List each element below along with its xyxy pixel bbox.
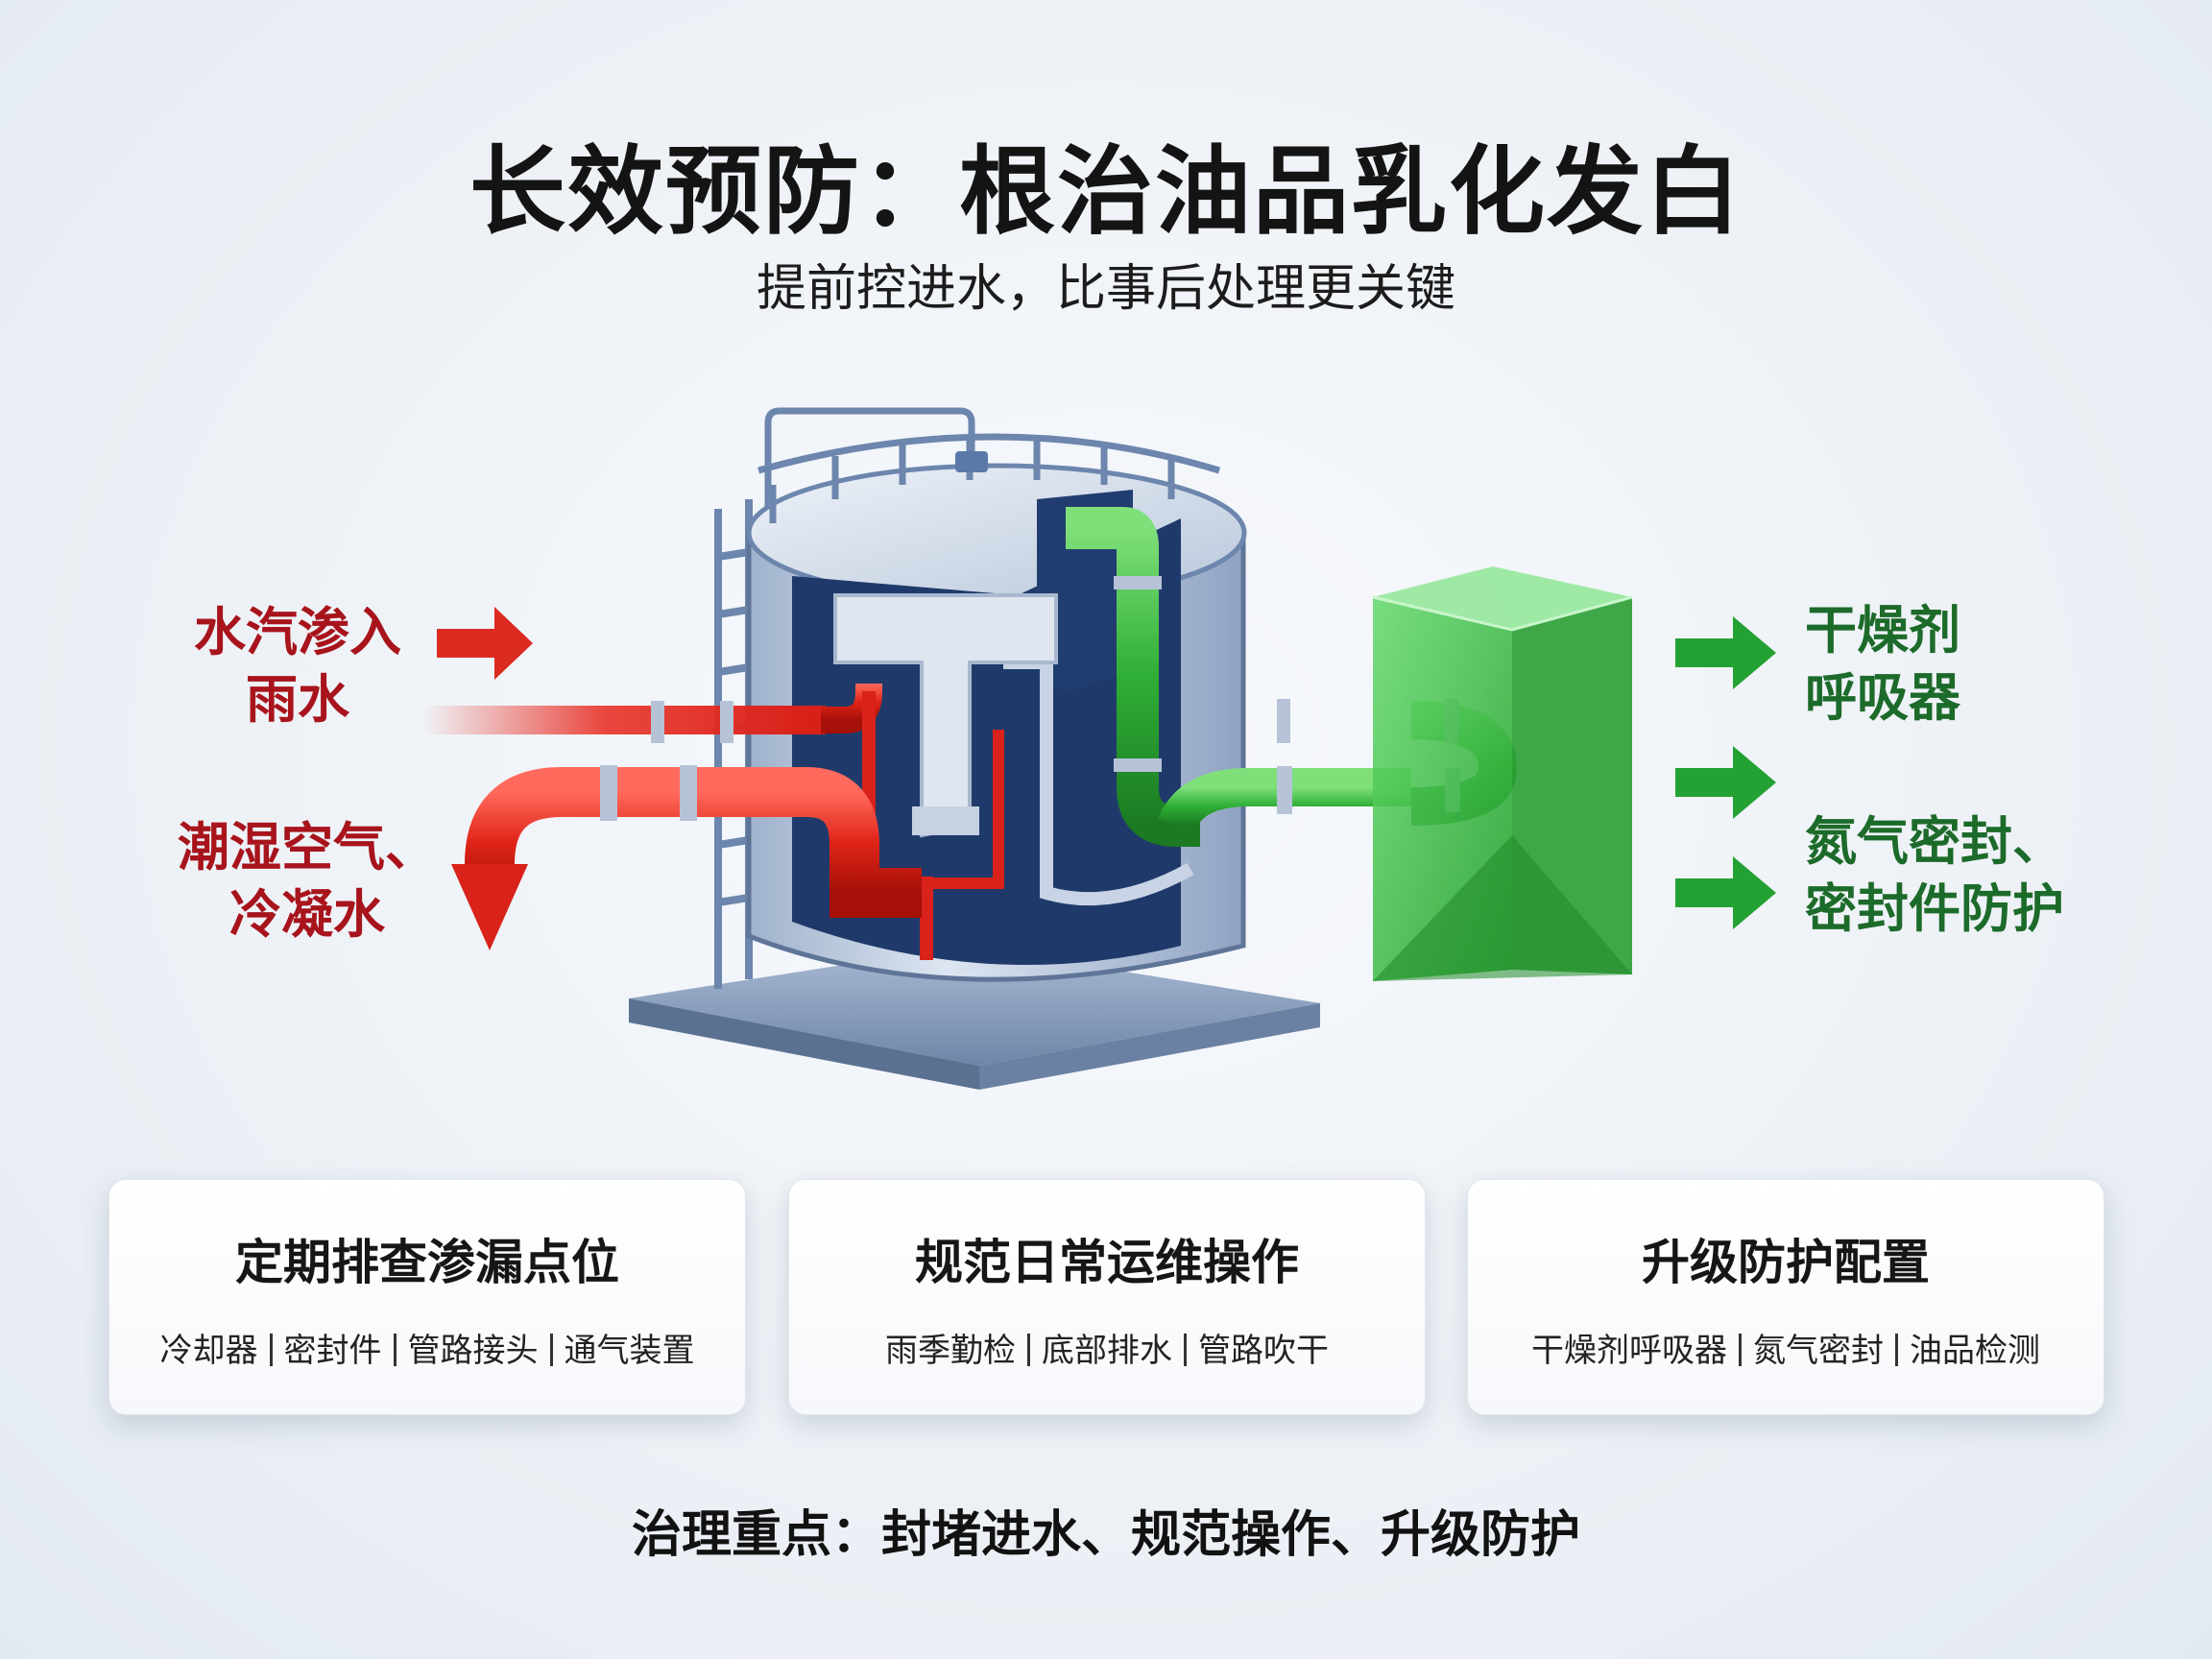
card-items: 干燥剂呼吸器氮气密封油品检测: [1531, 1332, 2040, 1370]
water-ingress-pipes: [422, 684, 1004, 960]
card-title: 定期排查渗漏点位: [235, 1235, 619, 1290]
protection-label-nitrogen: 氮气密封、 密封件防护: [1805, 811, 2064, 939]
protection-box: [1372, 566, 1633, 981]
card-title: 升级防护配置: [1642, 1235, 1930, 1290]
arrow-down-icon: [451, 864, 528, 950]
arrow-right-icon: [437, 607, 533, 680]
tank-base: [629, 946, 1320, 1090]
card-protection-upgrade: 升级防护配置 干燥剂呼吸器氮气密封油品检测: [1467, 1179, 2104, 1415]
footer-summary: 治理重点：封堵进水、规范操作、升级防护: [631, 1506, 1580, 1564]
card-title: 规范日常运维操作: [915, 1235, 1299, 1290]
source-label-humid-air: 潮湿空气、 冷凝水: [178, 817, 437, 945]
page-subtitle: 提前控进水，比事后处理更关键: [756, 260, 1455, 318]
vent-cap: [955, 451, 988, 472]
source-label-vapor: 水汽渗入 雨水: [194, 602, 401, 730]
arrow-right-icon: [1675, 616, 1776, 929]
card-items: 雨季勤检底部排水管路吹干: [885, 1332, 1329, 1370]
protection-label-desiccant: 干燥剂 呼吸器: [1805, 600, 1960, 728]
tank-ladder: [714, 499, 753, 989]
card-daily-operations: 规范日常运维操作 雨季勤检底部排水管路吹干: [788, 1179, 1426, 1415]
page-title: 长效预防：根治油品乳化发白: [469, 135, 1743, 248]
card-leak-inspection: 定期排查渗漏点位 冷却器密封件管路接头通气装置: [108, 1179, 746, 1415]
card-items: 冷却器密封件管路接头通气装置: [159, 1332, 695, 1370]
